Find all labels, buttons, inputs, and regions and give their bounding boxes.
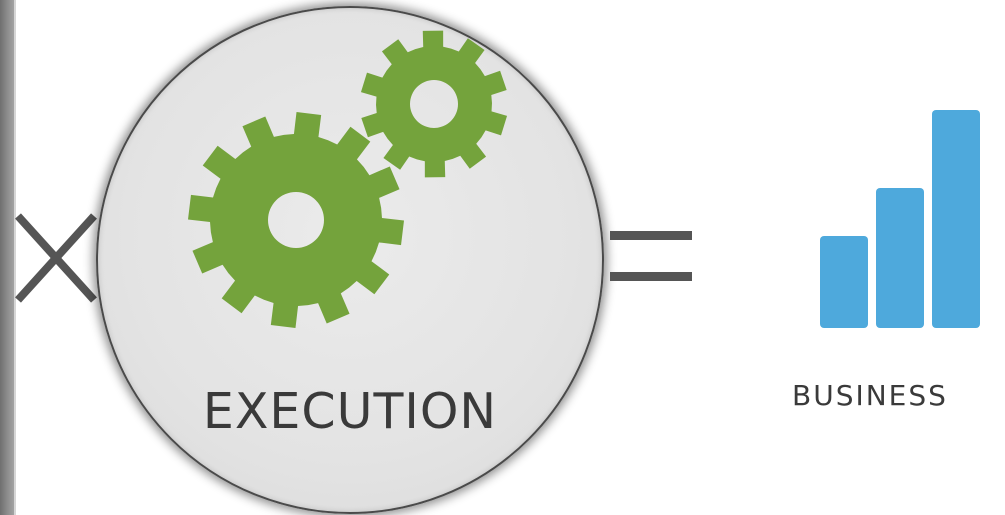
equals-icon [610,231,692,281]
small-gear-icon [360,30,508,178]
bar-chart-icon [820,110,980,328]
business-label: BUSINESS [792,379,948,412]
times-icon [15,213,97,303]
bar-medium [876,188,924,328]
bar-short [820,236,868,328]
gears-icon [188,30,508,328]
left-edge-bar [0,0,16,515]
large-gear-icon [188,112,404,328]
execution-label: EXECUTION [202,383,498,440]
bar-tall [932,110,980,328]
